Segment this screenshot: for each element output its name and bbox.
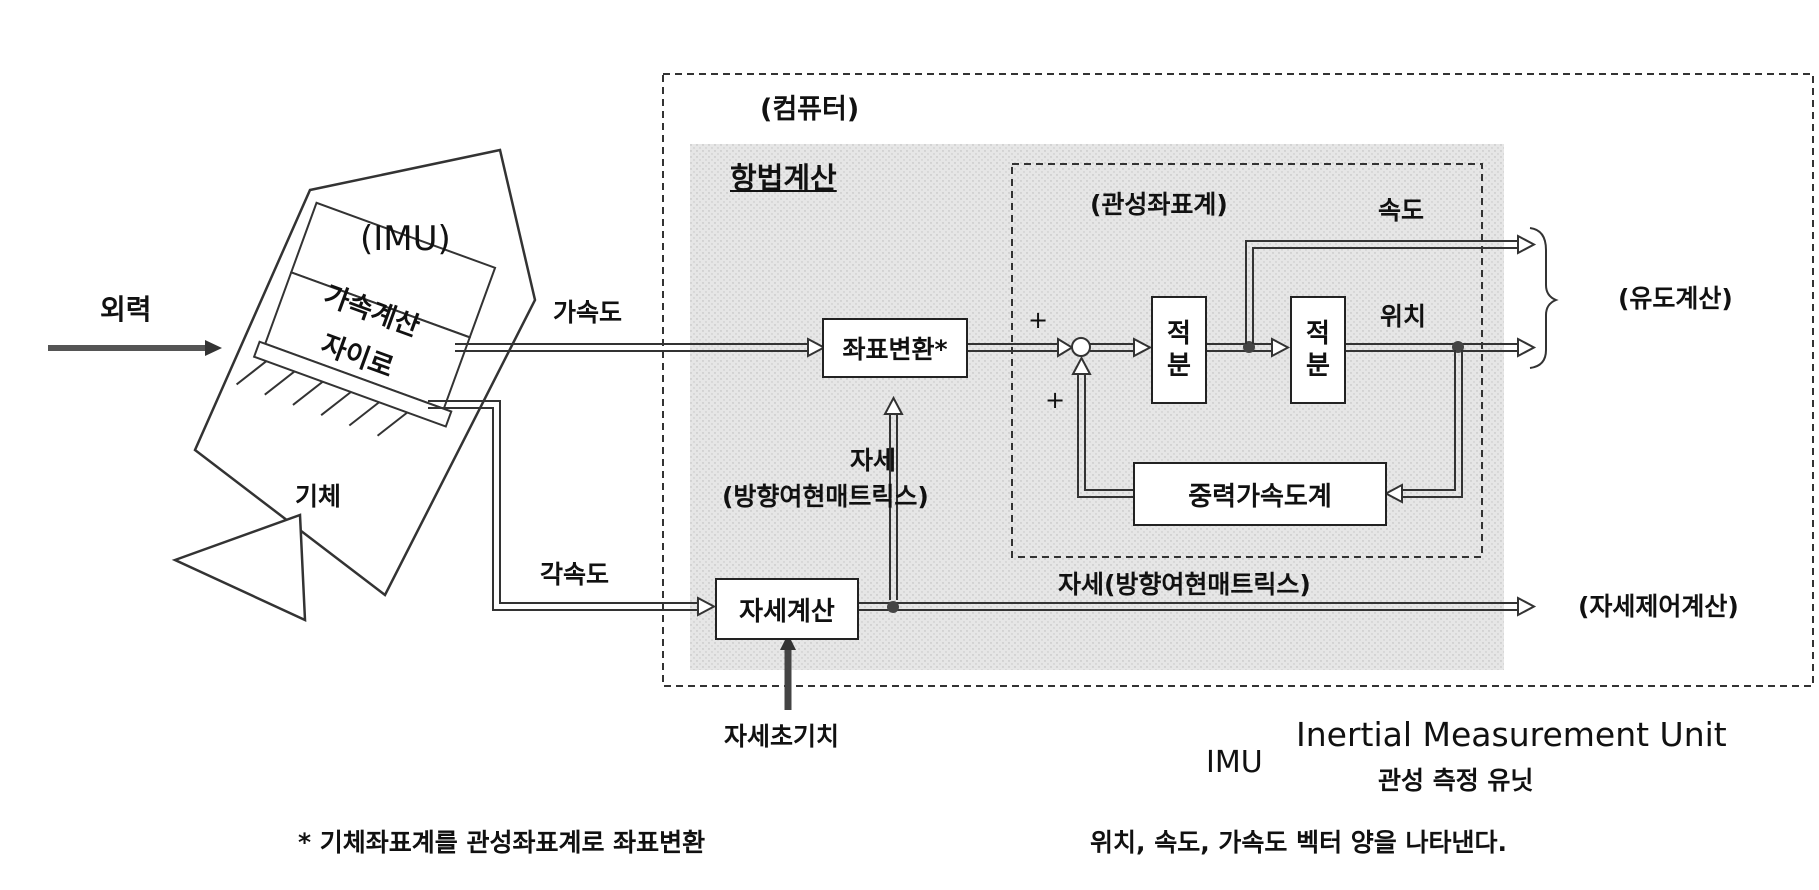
external-force-label: 외력 [100,293,152,326]
attitude-dcm-label: 자세(방향여현매트릭스) [1058,570,1311,599]
integrator-block-1: 적 분 [1151,296,1207,404]
guidance-brace [1529,227,1559,369]
coord-transform-block: 좌표변환* [822,318,968,378]
sensor-assembly [235,201,497,437]
vector-note: 위치, 속도, 가속도 벡터 양을 나타낸다. [1090,828,1508,857]
imu-stand [171,513,307,622]
guidance-label: (유도계산) [1618,284,1733,313]
velocity-label: 속도 [1378,196,1425,225]
attitude-calc-block: 자세계산 [715,578,859,640]
attitude-label-line2: (방향여현매트릭스) [722,482,929,511]
position-label: 위치 [1380,302,1427,331]
computer-label: (컴퓨터) [760,94,860,125]
imu-korean-name: 관성 측정 유닛 [1378,766,1534,795]
attitude-control-label: (자세제어계산) [1578,592,1739,621]
imu-label: (IMU) [360,219,451,259]
plus-sign-top: + [1028,306,1049,334]
integrator-block-2: 적 분 [1290,296,1346,404]
body-label: 기체 [295,482,342,511]
plus-sign-bottom: + [1045,386,1066,414]
computer-boundary [662,73,1814,687]
footnote: * 기체좌표계를 관성좌표계로 좌표변환 [298,828,706,857]
inertial-frame-label: (관성좌표계) [1090,190,1228,219]
gravity-model-block: 중력가속도계 [1133,462,1387,526]
angular-velocity-label: 각속도 [540,560,610,589]
navigation-title: 항법계산 [730,161,837,195]
inertial-frame-boundary [1011,163,1483,558]
acceleration-label: 가속도 [553,298,623,327]
imu-full-name: Inertial Measurement Unit [1296,715,1727,754]
attitude-label-line1: 자세 [850,446,897,475]
attitude-initial-label: 자세초기치 [724,722,840,751]
imu-abbr: IMU [1206,745,1263,780]
